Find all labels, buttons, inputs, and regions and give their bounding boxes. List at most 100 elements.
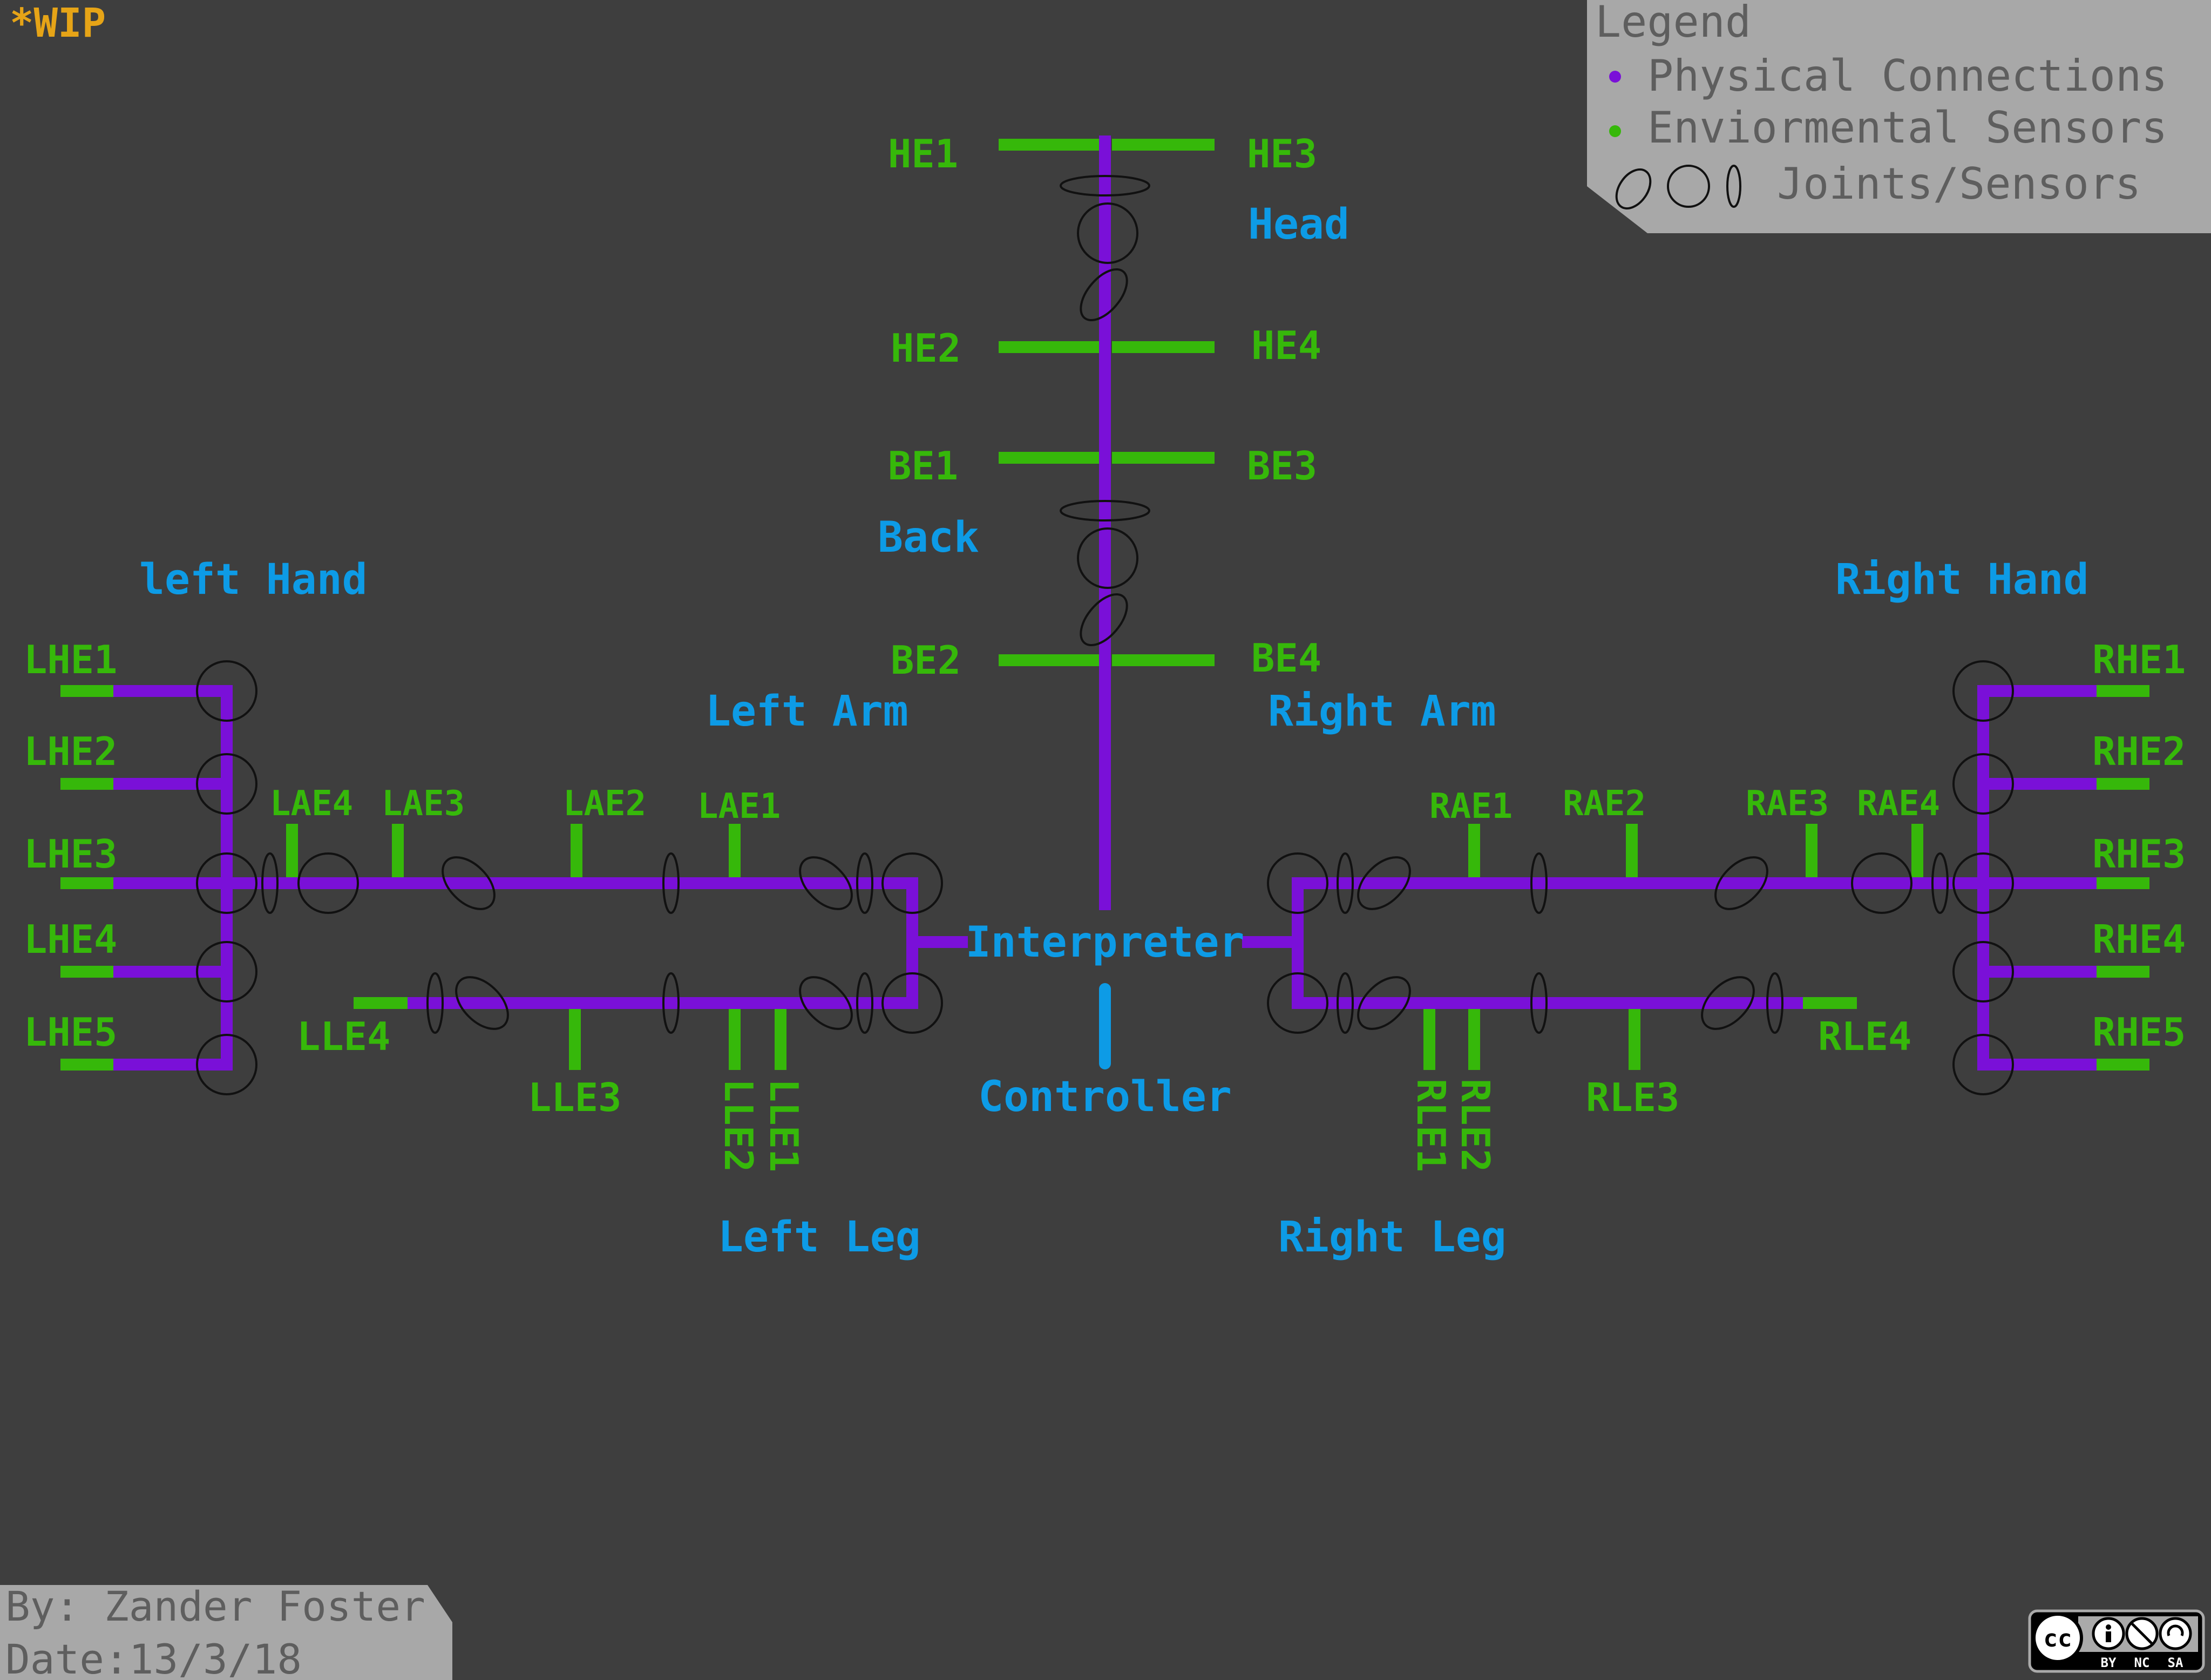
label-right-leg: Right Leg — [1278, 1213, 1507, 1262]
label-rle3: RLE3 — [1586, 1075, 1679, 1120]
legend: Legend Physical Connections Enviormental… — [1587, 0, 2211, 233]
joint-icon — [1952, 1034, 2014, 1095]
left-leg-connection — [402, 936, 918, 1009]
joint-icon — [856, 852, 873, 914]
license-term-nc: NC — [2134, 1655, 2150, 1670]
left-arm-connection — [107, 877, 968, 948]
joint-icon — [196, 1034, 257, 1095]
joint-icon — [1952, 660, 2014, 722]
joint-icon — [1267, 972, 1328, 1034]
label-rae4: RAE4 — [1857, 784, 1940, 824]
joint-icon — [196, 753, 257, 815]
license-term-sa: SA — [2168, 1655, 2183, 1670]
label-be3: BE3 — [1247, 443, 1317, 489]
joint-icon — [297, 852, 359, 914]
legend-title: Legend — [1595, 0, 1751, 47]
joint-icon — [1357, 976, 1411, 1030]
joint-icon — [662, 972, 680, 1034]
joint-icon — [1080, 268, 1128, 322]
joint-icon — [881, 972, 943, 1034]
cc-license-badge[interactable]: cc BY NC SA — [2028, 1609, 2205, 1673]
label-lhe5: LHE5 — [24, 1010, 117, 1055]
label-rhe5: RHE5 — [2092, 1010, 2186, 1055]
legend-panel — [1587, 0, 2211, 233]
label-right-hand: Right Hand — [1835, 556, 2089, 604]
label-controller: Controller — [978, 1073, 1232, 1121]
label-lae1: LAE1 — [697, 787, 781, 827]
credits: By: Zander Foster Date:13/3/18 — [0, 1582, 452, 1680]
label-lae3: LAE3 — [382, 784, 465, 824]
joint-icon — [881, 852, 943, 914]
joint-icon — [1077, 527, 1138, 589]
label-lle3: LLE3 — [528, 1075, 621, 1120]
label-interpreter: Interpreter — [966, 918, 1245, 967]
joint-icon — [1337, 972, 1354, 1034]
date-label: Date:13/3/18 — [5, 1635, 302, 1680]
joint-icon — [1530, 852, 1548, 914]
joint-icon — [1060, 500, 1150, 521]
joint-icon — [1337, 852, 1354, 914]
label-lhe2: LHE2 — [24, 729, 117, 774]
joint-icon — [442, 856, 496, 910]
label-lle1: LLE1 — [761, 1079, 806, 1172]
joint-icon — [1080, 593, 1128, 647]
label-rle1: RLE1 — [1408, 1079, 1454, 1172]
joint-icon — [1851, 852, 1912, 914]
joint-icon — [1267, 852, 1328, 914]
label-lhe1: LHE1 — [24, 637, 117, 682]
legend-joints-label: Joints/Sensors — [1777, 159, 2141, 209]
joint-icon — [1952, 941, 2014, 1002]
joint-icon — [1357, 856, 1411, 910]
sharealike-icon — [2159, 1617, 2192, 1650]
attribution-icon-body — [2106, 1631, 2111, 1642]
joint-icon — [1060, 175, 1150, 197]
label-be1: BE1 — [888, 443, 958, 489]
label-head: Head — [1248, 200, 1349, 249]
label-he1: HE1 — [888, 131, 958, 177]
joint-icon — [662, 852, 680, 914]
label-back: Back — [878, 513, 979, 562]
joint-icon — [1931, 852, 1949, 914]
label-left-leg: Left Leg — [718, 1213, 921, 1262]
sensor-bars — [60, 139, 2149, 1071]
sensor-labels: HE1 HE2 HE3 HE4 BE1 BE2 BE3 BE4 LHE1 LHE… — [24, 131, 2186, 1172]
credits-panel — [0, 1585, 452, 1680]
joint-icon — [426, 972, 444, 1034]
joint-icon — [196, 660, 257, 722]
cc-icon — [2032, 1613, 2083, 1663]
label-be2: BE2 — [891, 638, 961, 683]
legend-sensor-label: Enviormental Sensors — [1647, 103, 2167, 153]
legend-physical-label: Physical Connections — [1647, 51, 2167, 101]
label-rae3: RAE3 — [1746, 784, 1829, 824]
rotation-joint-icon — [1615, 165, 1741, 210]
label-rle4: RLE4 — [1818, 1014, 1911, 1059]
joint-icon — [799, 856, 853, 910]
label-be4: BE4 — [1251, 635, 1321, 681]
label-right-arm: Right Arm — [1268, 687, 1496, 736]
label-left-arm: Left Arm — [706, 687, 908, 736]
joint-icon — [856, 972, 873, 1034]
label-he2: HE2 — [891, 326, 961, 371]
wip-label: *WIP — [10, 0, 106, 46]
label-rae1: RAE1 — [1429, 787, 1513, 827]
legend-physical-dot — [1609, 71, 1621, 83]
right-leg-connection — [1292, 936, 1809, 1009]
joint-icon — [196, 852, 257, 914]
joint-icon — [261, 852, 279, 914]
sharealike-icon-arc — [2167, 1624, 2184, 1636]
label-rae2: RAE2 — [1563, 784, 1646, 824]
label-lae4: LAE4 — [270, 784, 353, 824]
joint-icon — [1701, 976, 1755, 1030]
label-rhe4: RHE4 — [2092, 917, 2186, 962]
joint-icon — [1952, 852, 2014, 914]
joints — [196, 175, 2014, 1095]
joint-icon — [196, 941, 257, 1002]
label-rle2: RLE2 — [1453, 1079, 1498, 1172]
joint-icon — [455, 976, 509, 1030]
label-lae2: LAE2 — [563, 784, 646, 824]
label-rhe2: RHE2 — [2092, 729, 2186, 774]
legend-sensor-dot — [1609, 125, 1621, 137]
joint-icon — [1952, 753, 2014, 815]
joint-icon — [1714, 856, 1768, 910]
